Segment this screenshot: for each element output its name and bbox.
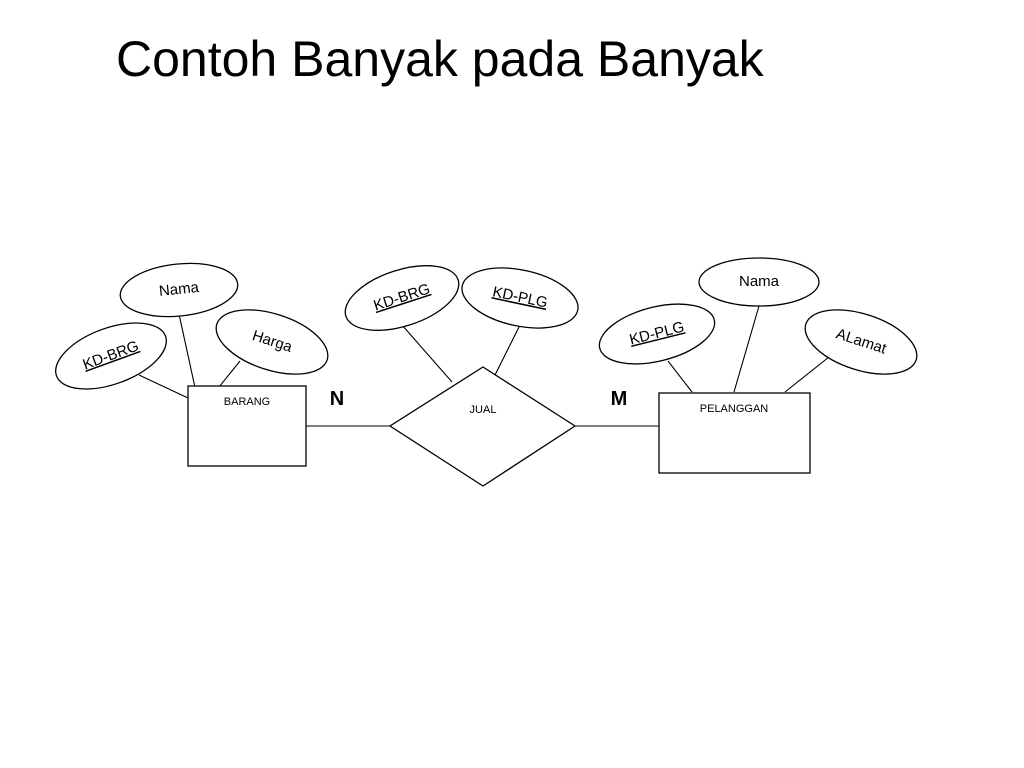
attribute-barang-nama: Nama	[119, 262, 239, 318]
link-barang-kdbrg	[138, 374, 189, 399]
link-pelanggan-alamat	[784, 356, 830, 393]
link-jual-kdbrg	[401, 324, 453, 383]
relationship-jual-label: JUAL	[470, 404, 497, 416]
attribute-barang-harga: Harga	[215, 309, 329, 375]
slide-title: Contoh Banyak pada Banyak	[116, 31, 764, 87]
entity-pelanggan: PELANGGAN	[658, 392, 811, 474]
entity-barang-label: BARANG	[224, 396, 270, 408]
link-jual-kdplg	[494, 324, 521, 376]
attribute-barang-kdbrg: KD-BRG	[55, 322, 167, 390]
cardinality-right: M	[611, 388, 628, 410]
relationship-jual: JUAL	[388, 366, 577, 487]
link-pelanggan-nama	[733, 305, 760, 393]
entity-barang: BARANG	[187, 385, 307, 467]
link-pelanggan-kdplg	[667, 360, 693, 393]
link-barang-nama	[178, 313, 197, 393]
attribute-pelanggan-nama-label: Nama	[739, 273, 780, 290]
attribute-pelanggan-nama: Nama	[698, 257, 820, 307]
attribute-jual-kdbrg: KD-BRG	[344, 265, 460, 331]
entity-pelanggan-label: PELANGGAN	[700, 403, 769, 415]
attribute-pelanggan-alamat: ALamat	[804, 309, 918, 375]
attribute-barang-nama-label: Nama	[158, 279, 200, 300]
cardinality-left: N	[330, 388, 344, 410]
attribute-jual-kdplg: KD-PLG	[461, 267, 579, 329]
attribute-pelanggan-kdplg: KD-PLG	[598, 303, 716, 365]
